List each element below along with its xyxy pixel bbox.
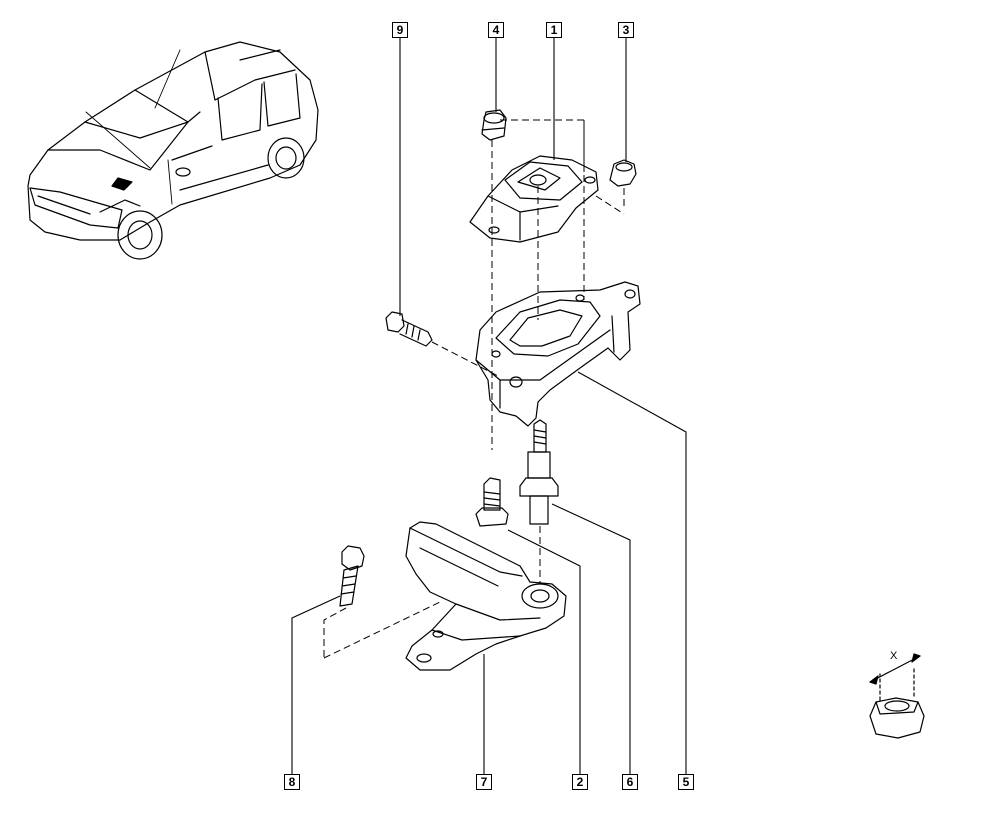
callout-8: 8: [284, 774, 300, 790]
part-3-nut: [610, 160, 636, 186]
callout-3: 3: [618, 22, 634, 38]
callout-4: 4: [488, 22, 504, 38]
callout-leader-lines: [292, 38, 686, 774]
part-1-mount-pad: [470, 156, 598, 242]
dimension-x-label: X: [890, 650, 898, 662]
part-8-bolt: [340, 546, 364, 606]
callout-7: 7: [476, 774, 492, 790]
callout-6: 6: [622, 774, 638, 790]
callout-1: 1: [546, 22, 562, 38]
callout-2: 2: [572, 774, 588, 790]
part-6-stud: [520, 420, 558, 524]
part-9-bolt: [386, 312, 432, 346]
assembly-dashed-lines: [324, 120, 624, 658]
vehicle-locator-sketch: [28, 42, 318, 259]
callout-9: 9: [392, 22, 408, 38]
part-4-nut: [482, 110, 506, 140]
part-2-bolt: [476, 478, 508, 526]
part-5-bracket: [476, 282, 640, 426]
callout-5: 5: [678, 774, 694, 790]
nut-dimension-detail: [870, 654, 924, 738]
part-7-support-arm: [406, 522, 566, 670]
